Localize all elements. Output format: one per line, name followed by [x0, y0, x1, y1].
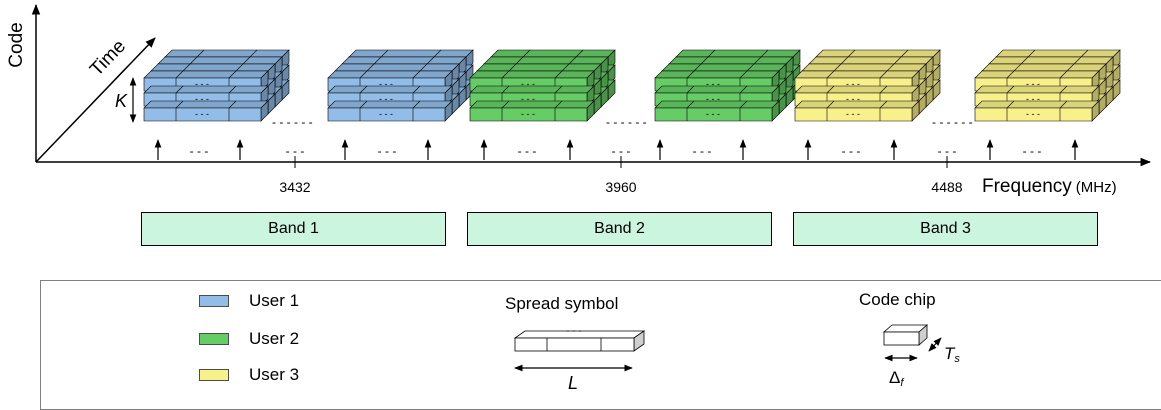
tick-label-3960: 3960 — [605, 179, 636, 195]
spread-symbol-graphic: - - - — [513, 326, 646, 372]
svg-text:- - -: - - - — [195, 79, 209, 89]
subcarrier-arrows: - - -- - -- - -- - -- - -- - -- - -- - -… — [154, 139, 1079, 160]
spread-symbol-block: - - - — [327, 100, 453, 122]
subcarrier-ellipsis: - - - — [1023, 144, 1042, 158]
chip-time-label: Ts — [944, 344, 960, 365]
block-group-1: - - - - - - - - - — [143, 49, 290, 122]
spread-symbol-title: Spread symbol — [505, 294, 619, 313]
svg-text:- - -: - - - — [566, 326, 582, 337]
user-3-label: User 3 — [249, 365, 300, 384]
svg-text:- - -: - - - — [1026, 109, 1040, 119]
legend-user-3: User 3 — [199, 364, 299, 386]
time-axis-label: Time — [86, 36, 130, 80]
svg-text:- - -: - - - — [379, 79, 393, 89]
chip-freq-label: Δf — [889, 368, 904, 389]
user-2-label: User 2 — [249, 329, 300, 348]
spread-symbol-block: - - - — [469, 70, 595, 92]
spread-symbol-block: - - - — [469, 100, 595, 122]
svg-text:- - -: - - - — [521, 79, 535, 89]
tick-label-4488: 4488 — [931, 179, 962, 195]
tick-label-3432: 3432 — [279, 179, 310, 195]
user-1-label: User 1 — [249, 291, 300, 310]
gap-dashes-2: - - - - - - — [606, 115, 647, 129]
subcarrier-ellipsis: - - - — [378, 144, 397, 158]
legend-user-2: User 2 — [199, 328, 299, 350]
subcarrier-ellipsis: - - - — [842, 144, 861, 158]
gap-dashes-1: - - - - - - — [272, 115, 313, 129]
svg-text:- - -: - - - — [846, 109, 860, 119]
svg-text:- - -: - - - — [1026, 94, 1040, 104]
svg-text:- - -: - - - — [846, 94, 860, 104]
block-group-4: - - - - - - - - - — [654, 49, 801, 122]
code-chip-title: Code chip — [859, 290, 936, 309]
subcarrier-ellipsis: - - - — [190, 144, 209, 158]
subcarrier-ellipsis: - - - — [518, 144, 537, 158]
spread-symbol-block: - - - — [974, 100, 1100, 122]
spread-symbol-block: - - - — [143, 100, 269, 122]
gap-dashes-3: - - - - - - — [932, 115, 973, 129]
block-group-6: - - - - - - - - - — [974, 49, 1121, 122]
band-3: Band 3 — [793, 212, 1098, 246]
subcarrier-ellipsis: - - - — [693, 144, 712, 158]
block-group-5: - - - - - - - - - — [794, 49, 941, 122]
user-3-swatch — [199, 369, 229, 381]
code-chip-graphic — [882, 324, 942, 362]
code-block-groups: - - -- - -- - -- - -- - -- - -- - -- - -… — [143, 49, 1121, 122]
svg-text:- - -: - - - — [379, 109, 393, 119]
block-group-2: - - - - - - - - - — [327, 49, 474, 122]
svg-text:- - -: - - - — [706, 79, 720, 89]
legend-user-1: User 1 — [199, 290, 299, 312]
diagram-canvas: Code Time K - - - - - - - - - - - - - - … — [6, 3, 1152, 393]
spread-symbol-block: - - - — [654, 100, 780, 122]
spread-symbol-block: - - - — [794, 100, 920, 122]
svg-text:- - -: - - - — [846, 79, 860, 89]
user-1-swatch — [199, 295, 229, 307]
frequency-axis-label: Frequency(MHz) — [982, 176, 1117, 197]
subcarrier-ellipsis: - - - — [612, 144, 631, 158]
band-1: Band 1 — [141, 212, 446, 246]
svg-text:- - -: - - - — [706, 94, 720, 104]
svg-text:- - -: - - - — [706, 109, 720, 119]
block-group-3: - - - - - - - - - — [469, 49, 616, 122]
band-2: Band 2 — [467, 212, 772, 246]
svg-text:- - -: - - - — [195, 94, 209, 104]
subcarrier-ellipsis: - - - — [286, 144, 305, 158]
svg-text:- - -: - - - — [521, 94, 535, 104]
subcarrier-ellipsis: - - - — [938, 144, 957, 158]
code-axis-label: Code — [6, 22, 27, 67]
svg-text:- - -: - - - — [379, 94, 393, 104]
user-2-swatch — [199, 333, 229, 345]
svg-text:- - -: - - - — [195, 109, 209, 119]
svg-text:- - -: - - - — [1026, 79, 1040, 89]
time-axis — [35, 37, 156, 163]
svg-text:- - -: - - - — [521, 109, 535, 119]
k-label: K — [115, 91, 128, 111]
spread-length-label: L — [568, 373, 578, 393]
